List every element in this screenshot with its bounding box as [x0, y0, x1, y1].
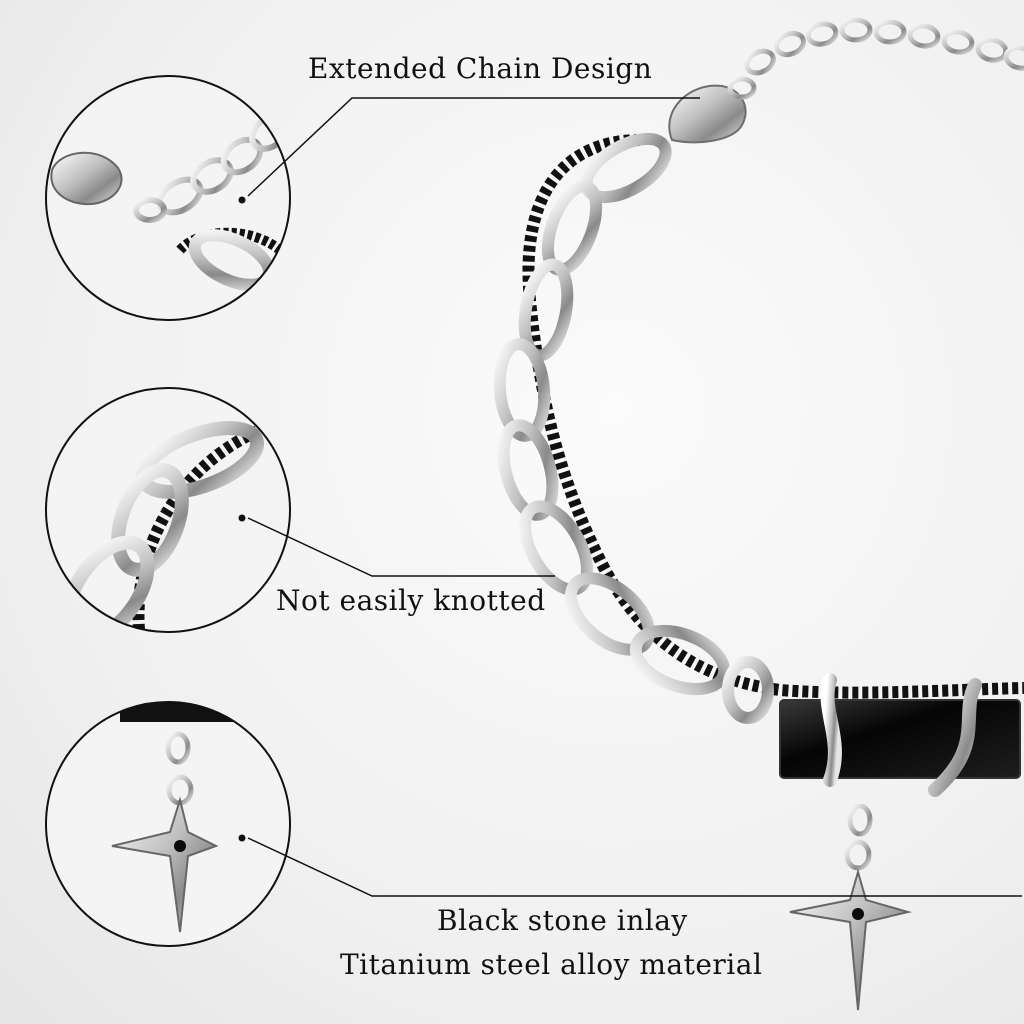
callout-not-knotted: Not easily knotted	[276, 584, 546, 617]
silver-link-chain	[493, 132, 774, 724]
callout-material: Titanium steel alloy material	[340, 948, 763, 981]
bracelet	[493, 17, 1024, 1011]
callout-extended-chain: Extended Chain Design	[308, 52, 653, 85]
detail-circle-pendant	[45, 701, 291, 947]
black-chain	[522, 134, 1024, 699]
cross-pendant	[789, 803, 912, 1011]
callout-dots	[238, 196, 246, 842]
black-stone	[779, 673, 1021, 797]
callout-black-stone: Black stone inlay	[437, 904, 688, 937]
extension-chain	[744, 17, 1024, 76]
detail-circle-chain	[45, 387, 291, 633]
leader-lines	[247, 97, 1022, 897]
detail-circle-extension	[45, 75, 291, 321]
lobster-clasp	[668, 76, 757, 144]
